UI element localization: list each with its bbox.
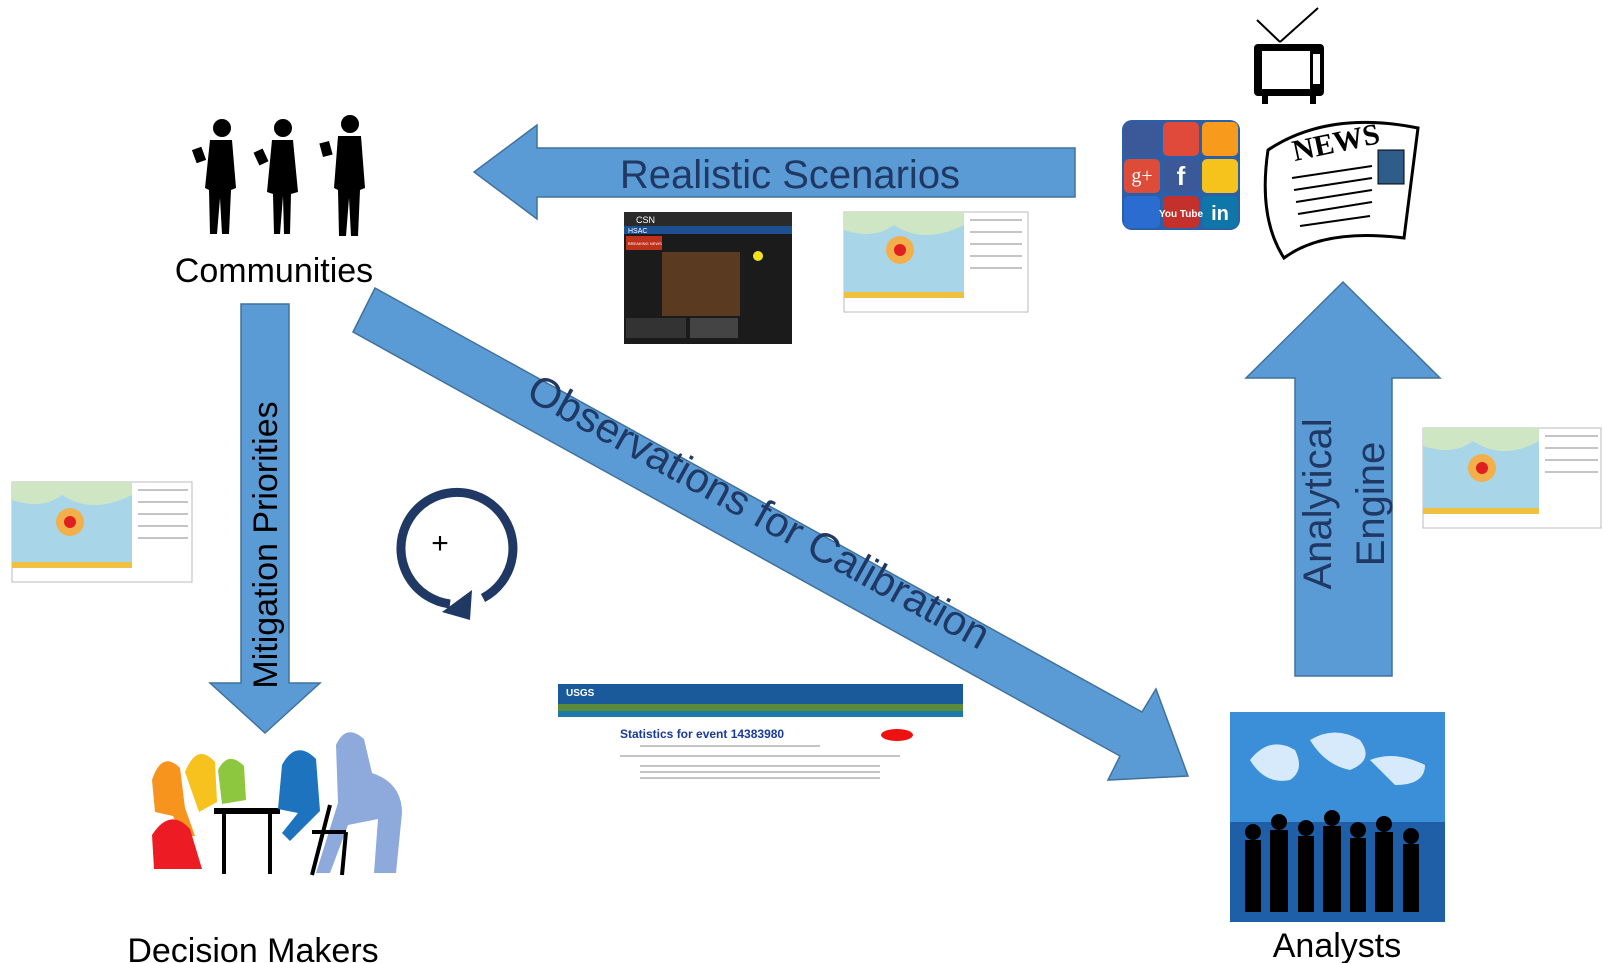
map-screenshot-top bbox=[843, 211, 1029, 313]
usgs-event-screenshot: USGS Statistics for event 14383980 bbox=[558, 684, 963, 782]
decision-makers-meeting-icon bbox=[152, 732, 402, 876]
newspaper-icon: NEWS bbox=[1263, 117, 1420, 261]
map-screenshot-left bbox=[11, 481, 193, 583]
social-icon-gplus: g+ bbox=[1131, 165, 1152, 187]
arrow-analytical-engine-label-1: Analytical bbox=[1296, 418, 1340, 589]
csn-banner: BREAKING NEWS bbox=[628, 241, 662, 246]
node-analysts-label: Analysts bbox=[1273, 927, 1402, 963]
social-icon-facebook: f bbox=[1177, 161, 1186, 191]
csn-brand: CSN bbox=[636, 215, 655, 225]
arrow-analytical-engine bbox=[1244, 280, 1442, 677]
analysts-image bbox=[1230, 712, 1445, 922]
arrow-mitigation-priorities bbox=[208, 303, 322, 735]
tv-icon bbox=[1254, 7, 1324, 104]
communities-people-icon bbox=[191, 115, 365, 236]
usgs-brand: USGS bbox=[566, 688, 595, 699]
arrow-mitigation-priorities-label: Mitigation Priorities bbox=[247, 401, 285, 688]
usgs-event-title: Statistics for event 14383980 bbox=[620, 727, 784, 741]
arrow-realistic-scenarios-label: Realistic Scenarios bbox=[620, 153, 960, 197]
social-media-cube-icon: g+ f You Tube in bbox=[1122, 120, 1240, 230]
social-icon-youtube: You Tube bbox=[1159, 209, 1204, 220]
arrow-analytical-engine-label-2: Engine bbox=[1349, 442, 1393, 567]
csn-website-screenshot: CSN HSAC BREAKING NEWS bbox=[624, 212, 792, 344]
arrow-observations-label: Observations for Calibration bbox=[520, 365, 998, 658]
arrow-realistic-scenarios bbox=[472, 123, 1076, 221]
cycle-icon: + bbox=[396, 487, 518, 620]
arrow-observations-calibration bbox=[352, 286, 1190, 781]
csn-sub: HSAC bbox=[628, 228, 647, 235]
cycle-plus: + bbox=[431, 527, 449, 560]
node-communities-label: Communities bbox=[175, 252, 373, 290]
node-decision-makers-label: Decision Makers bbox=[127, 932, 378, 963]
social-icon-linkedin: in bbox=[1211, 203, 1229, 225]
map-screenshot-right bbox=[1422, 427, 1602, 529]
